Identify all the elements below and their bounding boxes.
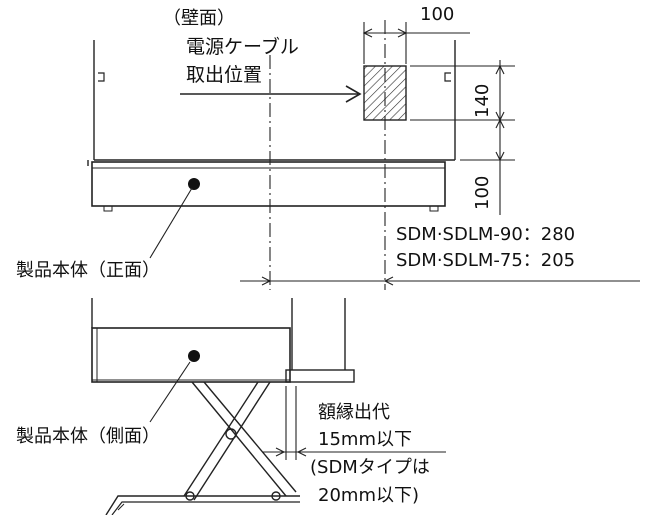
- wall-side: [91, 298, 355, 383]
- dim-frame: [262, 386, 446, 460]
- wall-label: （壁面）: [163, 8, 235, 29]
- product-body-side: [91, 327, 291, 383]
- leader-front: [149, 187, 193, 259]
- frame-label-line2: 15mm以下: [318, 429, 412, 450]
- body-front-label: 製品本体（正面）: [16, 260, 160, 281]
- wall-opening-front: [87, 40, 456, 166]
- cable-label-line2: 取出位置: [186, 64, 263, 86]
- dim-100-top: [362, 22, 470, 64]
- scissor-lift: [105, 381, 300, 515]
- leader-side: [149, 361, 191, 423]
- cable-arrow: [180, 85, 362, 103]
- dim-bottom: [240, 276, 640, 286]
- dim-100-side-label: 100: [472, 175, 493, 210]
- product-body-front: [91, 161, 446, 212]
- frame-label-line3: (SDMタイプは: [310, 457, 430, 478]
- dim-140-label: 140: [472, 83, 493, 118]
- frame-label-line1: 額縁出代: [318, 402, 390, 423]
- body-side-label: 製品本体（側面）: [16, 426, 160, 447]
- spec-75-label: SDM·SDLM-75：205: [396, 250, 576, 271]
- dim-100-top-label: 100: [420, 4, 455, 25]
- dim-right: [410, 60, 515, 215]
- spec-90-label: SDM·SDLM-90：280: [396, 224, 576, 245]
- cable-label-line1: 電源ケーブル: [186, 36, 299, 58]
- frame-label-line4: 20mm以下): [318, 485, 419, 506]
- cable-outlet: [363, 20, 407, 290]
